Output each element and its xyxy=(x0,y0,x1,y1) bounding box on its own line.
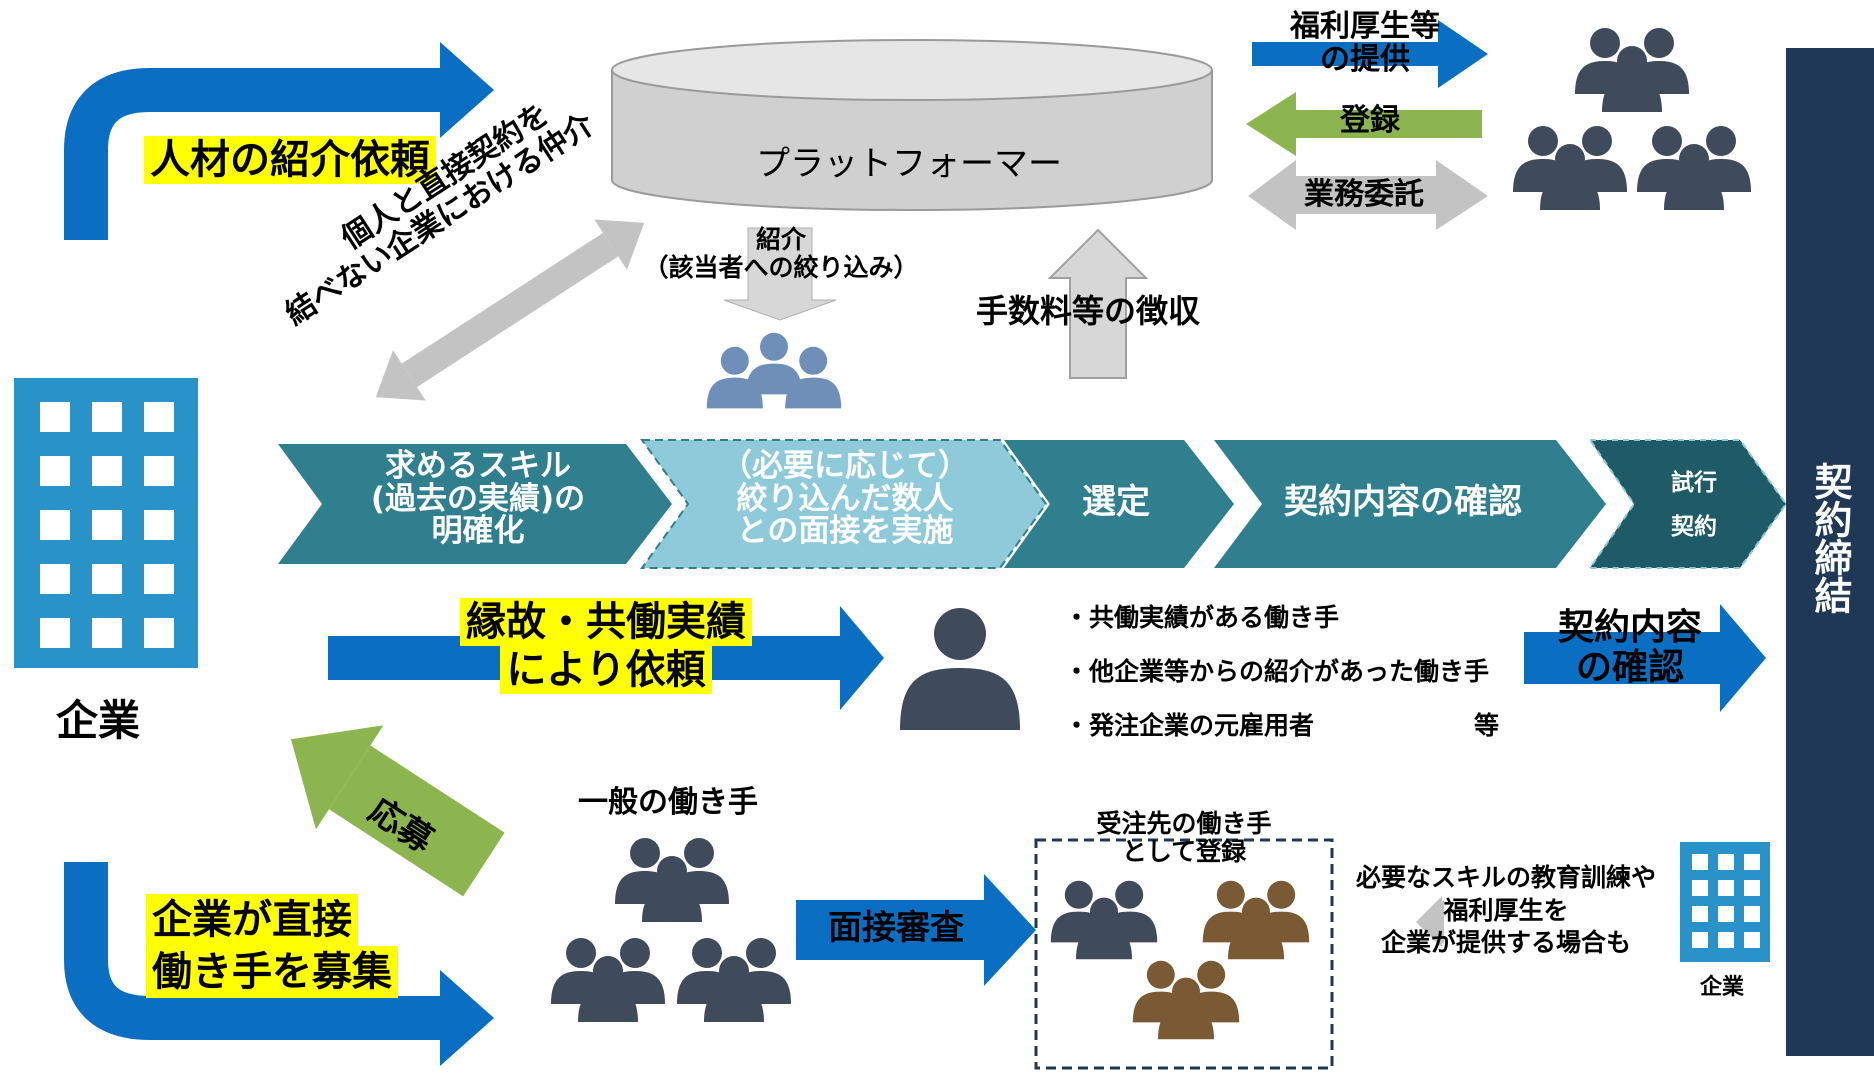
recruit-curved-arrow xyxy=(64,862,494,1066)
register-label: 登録 xyxy=(1340,103,1400,138)
relation-line1: 縁故・共働実績 xyxy=(460,598,752,646)
process-step-4 xyxy=(1214,440,1606,568)
training-line3: 企業が提供する場合も xyxy=(1380,928,1631,957)
register-arrow xyxy=(1246,92,1482,156)
company-label: 企業 xyxy=(56,696,141,745)
relation-confirm-arrow xyxy=(1524,604,1766,712)
fee-up-arrow xyxy=(1047,228,1149,379)
welfare-label: 福利厚生等 の提供 xyxy=(1270,10,1460,76)
training-label: 必要なスキルの教育訓練や 福利厚生を 企業が提供する場合も xyxy=(1348,862,1664,960)
company-building-windows xyxy=(40,402,174,648)
welfare-arrow xyxy=(1252,20,1488,88)
step5-line2: 契約 xyxy=(1671,513,1717,540)
step2-line3: との面接を実施 xyxy=(736,513,954,550)
step5-line1: 試行 xyxy=(1671,470,1717,496)
request-curved-arrow xyxy=(64,42,494,240)
direct-recruit-line1: 企業が直接 xyxy=(146,894,358,946)
outsourcing-label: 業務委託 xyxy=(1304,177,1424,212)
interview-arrow xyxy=(796,874,1036,986)
introduce-label: 紹介 （該当者への絞り込み） xyxy=(636,226,926,281)
relation-bullet-3-suffix: 等 xyxy=(1474,711,1500,740)
relation-bullet-2: ・他企業等からの紹介があった働き手 xyxy=(1064,657,1490,686)
small-company-label: 企業 xyxy=(1700,975,1745,1000)
relation-confirm-line2: の確認 xyxy=(1575,646,1684,688)
registered-workers-icon xyxy=(1050,880,1310,1040)
welfare-line1: 福利厚生等 xyxy=(1290,9,1440,44)
process-step-1 xyxy=(278,444,672,564)
process-step-2 xyxy=(640,439,1048,569)
platform-cylinder xyxy=(611,39,1213,211)
general-workers-icon xyxy=(551,838,791,1022)
welfare-line2: の提供 xyxy=(1320,42,1410,77)
direct-recruit-label: 企業が直接 働き手を募集 xyxy=(146,894,398,998)
outsourcing-arrow xyxy=(1248,160,1488,230)
training-line1: 必要なスキルの教育訓練や xyxy=(1355,863,1656,892)
interview-label: 面接審査 xyxy=(828,908,964,948)
relation-line2: により依頼 xyxy=(500,646,712,694)
step1-line2: (過去の実績)の xyxy=(370,480,586,517)
introduce-line1: 紹介 xyxy=(755,225,806,254)
registered-line1: 受注先の働き手 xyxy=(1096,809,1272,838)
step2-line1: （必要に応じて） xyxy=(721,448,969,484)
process-step-5-text: 試行 契約 xyxy=(1644,462,1744,549)
small-company-building-icon xyxy=(1680,842,1770,962)
process-step-3-text: 選定 xyxy=(1082,482,1150,522)
process-step-5 xyxy=(1588,439,1788,569)
process-step-4-text: 契約内容の確認 xyxy=(1284,482,1522,522)
relation-request-label: 縁故・共働実績 により依頼 xyxy=(460,598,752,694)
process-step-2-text: （必要に応じて） 絞り込んだ数人 との面接を実施 xyxy=(700,450,990,548)
relation-confirm-line1: 契約内容 xyxy=(1557,607,1702,648)
contract-label: 契約締結 xyxy=(1808,462,1852,614)
mediation-double-arrow xyxy=(375,219,645,401)
platform-label: プラットフォーマー xyxy=(756,144,1062,184)
general-workers-label: 一般の働き手 xyxy=(578,785,758,820)
relation-confirm-label: 契約内容 の確認 xyxy=(1540,608,1720,687)
registered-line2: として登録 xyxy=(1121,836,1247,866)
apply-arrow xyxy=(290,725,505,897)
process-step-3 xyxy=(1004,440,1234,568)
platform-workers-group-icon xyxy=(1513,28,1751,210)
registered-box xyxy=(1034,838,1334,1070)
process-step-1-text: 求めるスキル (過去の実績)の 明確化 xyxy=(338,450,618,548)
fee-label: 手数料等の徴収 xyxy=(976,292,1201,330)
registered-label: 受注先の働き手 として登録 xyxy=(1064,810,1304,865)
relation-bullet-1: ・共働実績がある働き手 xyxy=(1064,603,1340,632)
step1-line1: 求めるスキル xyxy=(385,448,571,484)
introduce-down-arrow xyxy=(723,227,837,321)
step1-line3: 明確化 xyxy=(431,513,525,550)
introduce-line2: （該当者への絞り込み） xyxy=(643,252,919,282)
shortlisted-workers-icon xyxy=(706,332,842,409)
talent-request-label: 人材の紹介依頼 xyxy=(144,136,436,184)
relation-bullet-3: ・発注企業の元雇用者 xyxy=(1064,711,1315,740)
contract-bar xyxy=(1786,48,1874,1056)
training-line2: 福利厚生を xyxy=(1443,895,1569,925)
single-worker-icon xyxy=(900,608,1020,730)
step2-line2: 絞り込んだ数人 xyxy=(736,480,954,517)
direct-recruit-line2: 働き手を募集 xyxy=(146,946,398,998)
